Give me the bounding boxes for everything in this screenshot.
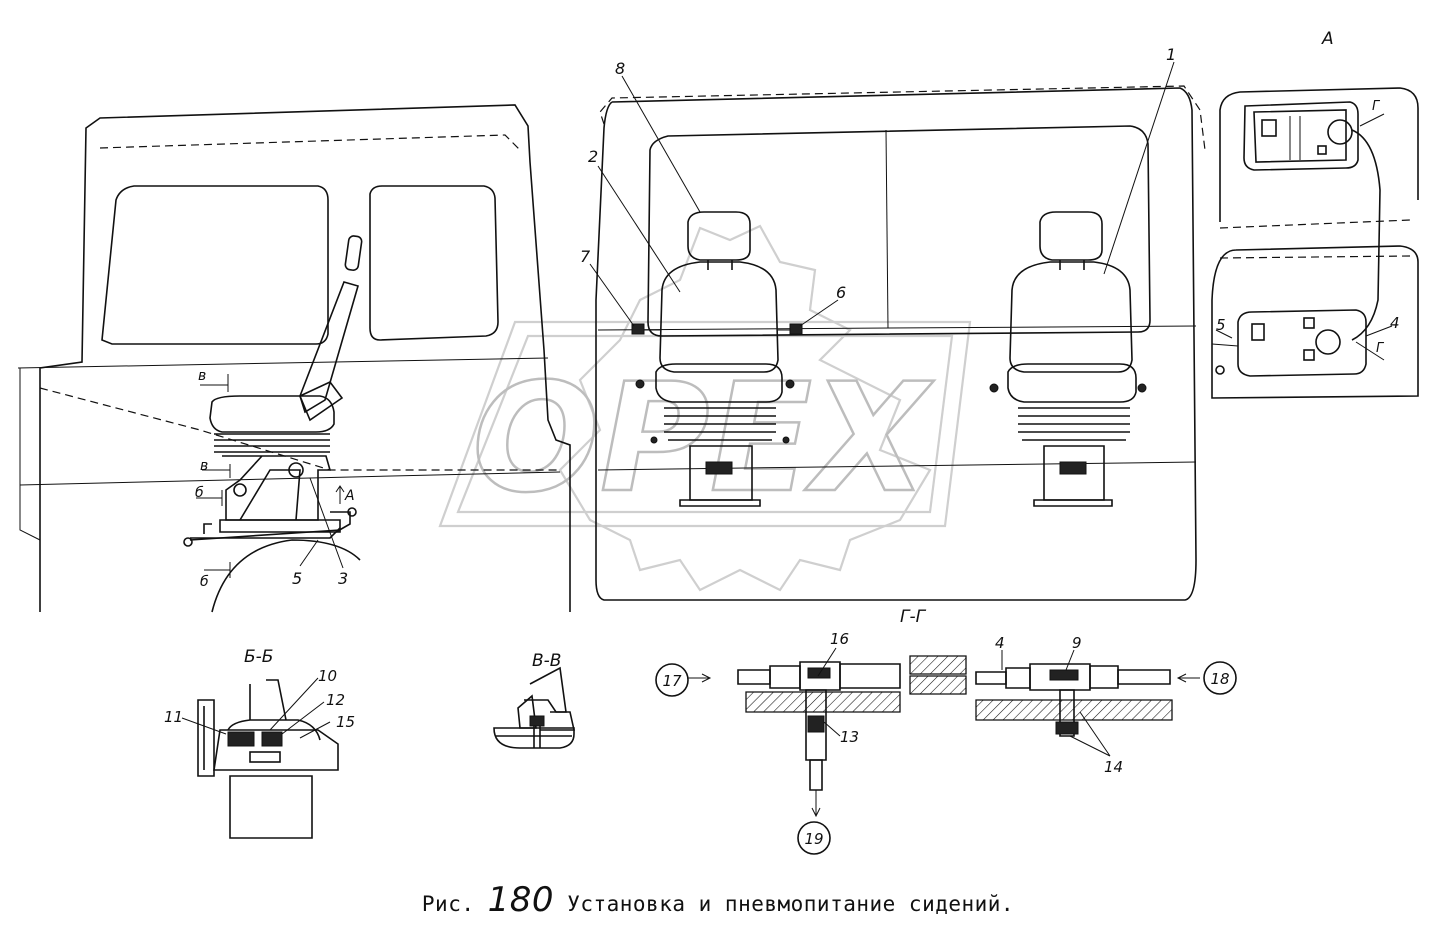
gg-callout-9: 9 bbox=[1072, 634, 1082, 652]
section-mark-b-lower: б bbox=[200, 574, 209, 590]
callout-2: 2 bbox=[588, 147, 598, 166]
section-bb: Б-Б 10 12 15 11 bbox=[164, 647, 355, 839]
section-mark-a: А bbox=[344, 488, 355, 504]
gg-callout-16: 16 bbox=[830, 630, 849, 648]
center-callouts: 8 2 7 6 1 bbox=[580, 45, 1176, 327]
callout-8: 8 bbox=[615, 59, 625, 78]
view-a-callout-4: 4 bbox=[1390, 314, 1400, 332]
view-a-label: А bbox=[1321, 29, 1334, 49]
passenger-seat-front bbox=[631, 211, 803, 507]
callout-6: 6 bbox=[836, 283, 846, 302]
caption-title: Установка и пневмопитание сидений. bbox=[567, 892, 1015, 916]
gg-callout-14: 14 bbox=[1104, 758, 1123, 776]
driver-seat-front bbox=[989, 211, 1147, 507]
driver-seat-side bbox=[183, 235, 363, 547]
figure-caption: Рис. 180 Установка и пневмопитание сиден… bbox=[0, 880, 1436, 920]
gg-callout-17: 17 bbox=[662, 672, 682, 690]
view-a: А Г 5 4 Г bbox=[1211, 29, 1419, 399]
view-a-section-mark-g-bottom: Г bbox=[1376, 341, 1385, 356]
bb-callout-11: 11 bbox=[164, 708, 183, 726]
bb-callout-15: 15 bbox=[336, 713, 355, 731]
section-mark-v-lower: в bbox=[200, 458, 208, 474]
cab-front-view bbox=[595, 85, 1206, 601]
left-section-marks: в в б б А 3 5 bbox=[195, 368, 355, 590]
section-gg: Г-Г 17 18 19 16 bbox=[655, 607, 1237, 855]
gg-callout-19: 19 bbox=[804, 830, 823, 848]
callout-1: 1 bbox=[1166, 45, 1176, 64]
view-a-callout-5: 5 bbox=[1216, 316, 1226, 334]
callout-5: 5 bbox=[292, 569, 302, 588]
caption-number: 180 bbox=[487, 880, 555, 920]
section-gg-label: Г-Г bbox=[900, 607, 927, 627]
section-bb-label: Б-Б bbox=[244, 647, 273, 667]
watermark-logo: OPEX bbox=[438, 224, 972, 592]
callout-7: 7 bbox=[580, 247, 591, 266]
section-vv: В-В bbox=[493, 651, 575, 749]
cab-side-view bbox=[17, 104, 571, 613]
gg-callout-18: 18 bbox=[1210, 670, 1229, 688]
section-mark-b-upper: б bbox=[195, 485, 204, 501]
bb-callout-12: 12 bbox=[326, 691, 345, 709]
view-a-section-mark-g-top: Г bbox=[1372, 99, 1381, 114]
section-vv-label: В-В bbox=[532, 651, 561, 671]
gg-callout-4: 4 bbox=[995, 634, 1005, 652]
bb-callout-10: 10 bbox=[318, 667, 337, 685]
watermark-text: OPEX bbox=[472, 352, 934, 526]
caption-prefix: Рис. bbox=[421, 892, 475, 916]
section-mark-v-top: в bbox=[198, 368, 206, 384]
gg-callout-13: 13 bbox=[840, 728, 859, 746]
callout-3: 3 bbox=[338, 569, 348, 588]
